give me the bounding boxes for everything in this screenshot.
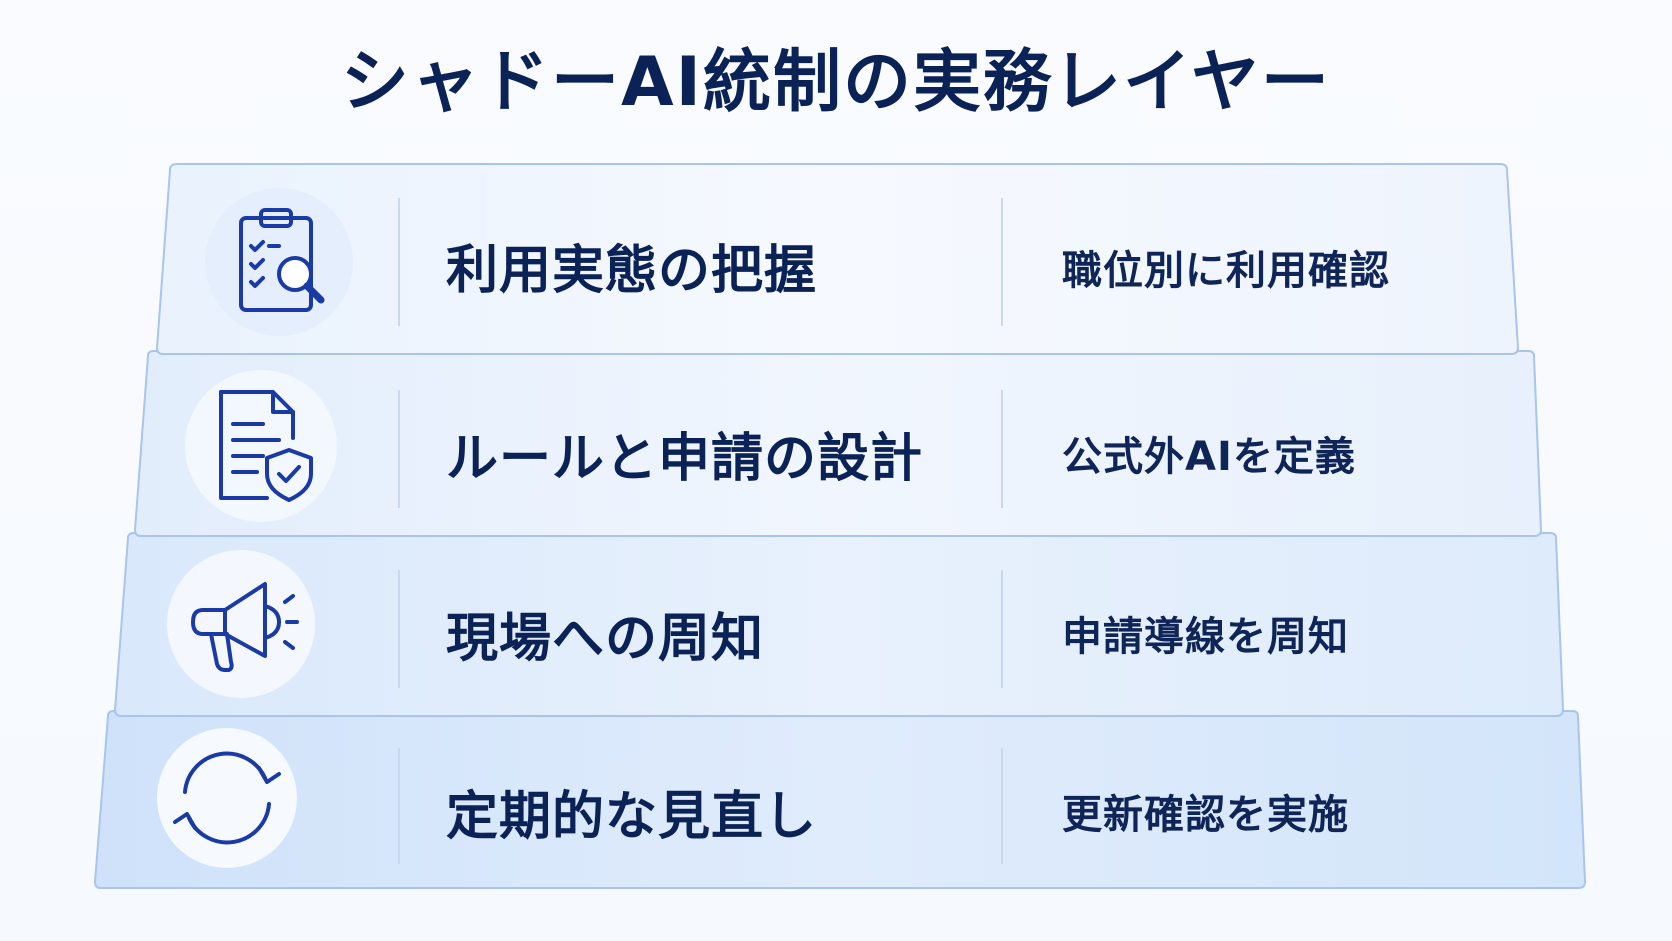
- layer-1-icon-badge: [205, 188, 353, 336]
- layer-4-divider-left: [398, 748, 400, 864]
- megaphone-icon: [191, 582, 299, 672]
- layer-4-detail: 更新確認を実施: [1062, 792, 1349, 838]
- layer-1-label: 利用実態の把握: [446, 241, 818, 301]
- layer-2-icon-badge: [185, 370, 337, 522]
- layer-4-label: 定期的な見直し: [446, 787, 818, 847]
- layer-2-divider-left: [398, 390, 400, 508]
- layer-3-label: 現場への周知: [446, 609, 765, 669]
- layer-4-shape: [93, 710, 1587, 889]
- layer-3-divider-left: [398, 570, 400, 688]
- layer-2-label: ルールと申請の設計: [446, 429, 924, 489]
- layer-4-icon-badge: [157, 728, 297, 868]
- refresh-cycle-icon: [173, 751, 281, 845]
- layer-2-detail: 公式外AIを定義: [1062, 434, 1356, 480]
- page-title: シャドーAI統制の実務レイヤー: [341, 43, 1331, 122]
- layer-2-divider-right: [1001, 390, 1003, 508]
- layer-1-divider-left: [398, 198, 400, 326]
- layer-4-divider-right: [1001, 748, 1003, 864]
- layer-3-divider-right: [1001, 570, 1003, 688]
- layer-1-detail: 職位別に利用確認: [1062, 248, 1390, 294]
- layer-3-icon-badge: [167, 550, 315, 698]
- layer-1-shape-path: [155, 163, 1520, 355]
- layer-2-shape: [133, 350, 1543, 537]
- layer-3-detail: 申請導線を周知: [1062, 614, 1349, 660]
- document-shield-icon: [219, 390, 313, 502]
- clipboard-search-icon: [239, 208, 325, 312]
- layer-1-divider-right: [1001, 198, 1003, 326]
- layer-3-shape: [113, 532, 1565, 717]
